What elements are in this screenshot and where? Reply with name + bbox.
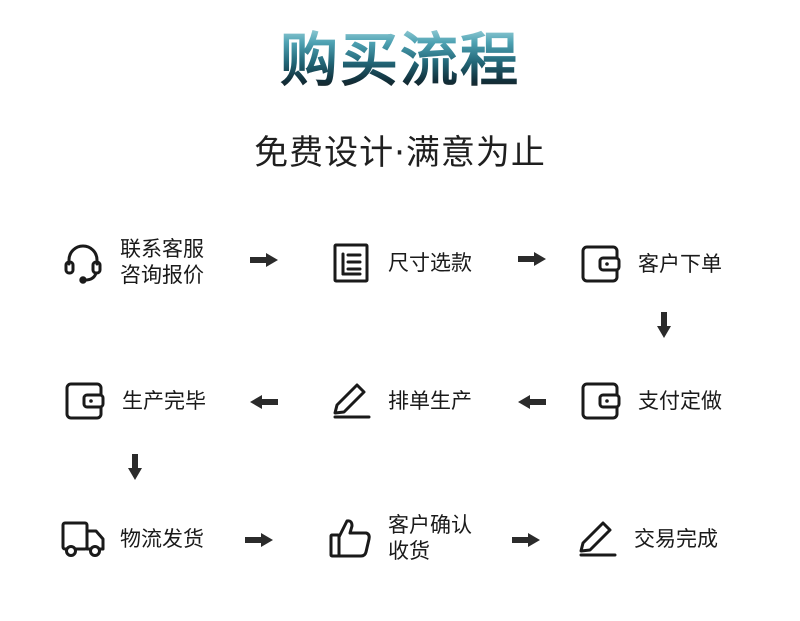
- step-ship: 物流发货: [60, 516, 204, 562]
- wallet-icon: [62, 378, 108, 424]
- step-select-label: 尺寸选款: [388, 250, 472, 276]
- arrow-left-2: [250, 394, 278, 413]
- step-pay-line-1: 支付定做: [638, 389, 722, 413]
- arrow-right-3: [245, 532, 273, 551]
- step-confirm-line-2: 收货: [388, 539, 430, 563]
- step-pay: 支付定做: [578, 378, 722, 424]
- arrow-down-1: [657, 312, 671, 342]
- truck-icon: [60, 516, 106, 562]
- step-pay-label: 支付定做: [638, 388, 722, 414]
- step-schedule: 排单生产: [328, 378, 472, 424]
- pencil-icon: [328, 378, 374, 424]
- step-confirm-line-1: 客户确认: [388, 513, 472, 537]
- step-contact-line-2: 咨询报价: [120, 263, 204, 287]
- step-confirm-label: 客户确认 收货: [388, 512, 472, 564]
- step-ship-label: 物流发货: [120, 526, 204, 552]
- step-complete-label: 交易完成: [634, 526, 718, 552]
- document-list-icon: [328, 240, 374, 286]
- step-complete-line-1: 交易完成: [634, 527, 718, 551]
- page-title: 购买流程: [0, 20, 800, 100]
- arrow-right-4: [512, 532, 540, 551]
- step-contact-label: 联系客服 咨询报价: [120, 236, 204, 288]
- arrow-right-2: [518, 251, 546, 270]
- step-done-line-1: 生产完毕: [122, 389, 206, 413]
- step-confirm: 客户确认 收货: [328, 512, 472, 564]
- step-order-label: 客户下单: [638, 251, 722, 277]
- arrow-right-1: [250, 252, 278, 271]
- step-ship-line-1: 物流发货: [120, 527, 204, 551]
- wallet-icon: [578, 378, 624, 424]
- step-done-label: 生产完毕: [122, 388, 206, 414]
- headset-icon: [60, 239, 106, 285]
- step-order: 客户下单: [578, 241, 722, 287]
- step-contact-line-1: 联系客服: [120, 237, 204, 261]
- page-subtitle: 免费设计·满意为止: [254, 133, 546, 173]
- step-schedule-line-1: 排单生产: [388, 389, 472, 413]
- step-order-line-1: 客户下单: [638, 252, 722, 276]
- step-done: 生产完毕: [62, 378, 206, 424]
- step-select-line-1: 尺寸选款: [388, 251, 472, 275]
- arrow-left-1: [518, 394, 546, 413]
- step-select: 尺寸选款: [328, 240, 472, 286]
- arrow-down-2: [128, 454, 142, 484]
- wallet-icon: [578, 241, 624, 287]
- thumbs-up-icon: [328, 515, 374, 561]
- pencil-icon: [574, 516, 620, 562]
- step-complete: 交易完成: [574, 516, 718, 562]
- step-contact: 联系客服 咨询报价: [60, 236, 204, 288]
- step-schedule-label: 排单生产: [388, 388, 472, 414]
